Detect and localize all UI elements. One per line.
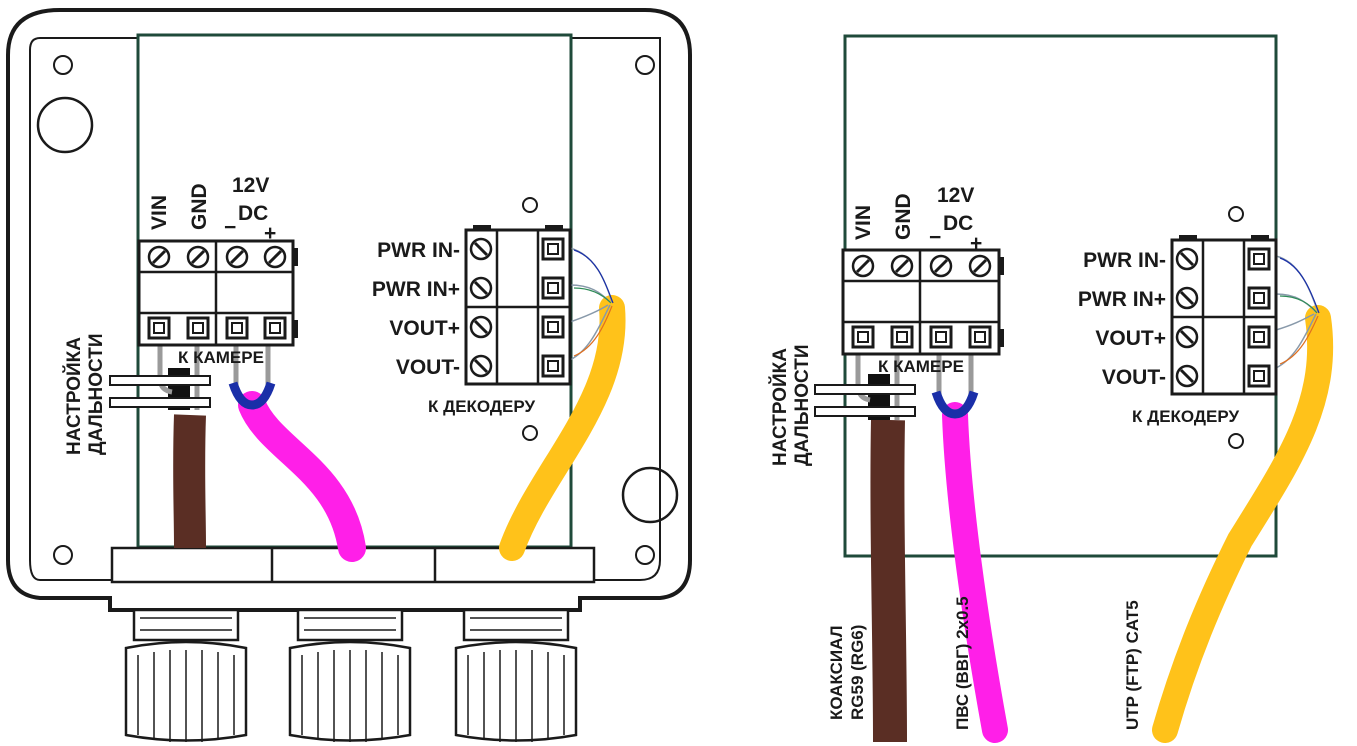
pin-vout-plus: VOUT+ [1095, 327, 1166, 350]
pin-pwr-in-plus: PWR IN+ [1078, 288, 1166, 311]
cable-label-utp: UTP (FTP) CAT5 [1123, 600, 1142, 730]
label-to-camera: К КАМЕРЕ [178, 348, 264, 367]
label-dc: DC [238, 202, 268, 225]
mount-hole [635, 55, 655, 75]
mount-hole [635, 545, 655, 565]
mount-hole [53, 545, 73, 565]
left-range-jumper [109, 375, 211, 408]
pin-vout-minus: VOUT- [396, 356, 460, 379]
label-to-decoder: К ДЕКОДЕРУ [1132, 407, 1239, 426]
label-12v: 12V [937, 184, 974, 207]
label-dc: DC [943, 212, 973, 235]
cable-label-coax-line1: КОАКСИАЛ [827, 625, 846, 720]
pin-vout-minus: VOUT- [1102, 366, 1166, 389]
pin-pwr-in-plus: PWR IN+ [372, 278, 460, 301]
cable-label-power: ПВС (ВВГ) 2х0.5 [953, 596, 972, 730]
range-label-line1: НАСТРОЙКА [769, 348, 791, 466]
right-cables [855, 255, 1334, 743]
label-vin: VIN [852, 205, 875, 240]
label-gnd: GND [188, 183, 211, 230]
left-decoder-terminal [464, 225, 572, 386]
label-plus: + [970, 232, 982, 255]
utp-cable [1152, 305, 1334, 743]
board-hole [1228, 206, 1244, 222]
coax-cable [870, 419, 907, 743]
board-hole [1228, 433, 1244, 449]
label-vin: VIN [148, 195, 171, 230]
left-cables [157, 247, 626, 562]
cable-gland [124, 608, 248, 742]
mount-hole [53, 55, 73, 75]
label-plus: + [264, 222, 276, 245]
power-cable [238, 391, 366, 562]
board-hole [522, 425, 538, 441]
range-label-line2: ДАЛЬНОСТИ [86, 334, 107, 456]
pin-pwr-in-minus: PWR IN- [1083, 249, 1166, 272]
label-minus: − [929, 226, 941, 249]
coax-cable [173, 414, 206, 549]
label-12v: 12V [232, 174, 269, 197]
cable-gland [288, 608, 412, 742]
right-range-jumper [814, 384, 916, 417]
blue-wires [228, 381, 276, 410]
screw-boss [36, 96, 94, 154]
label-minus: − [224, 216, 236, 239]
board-hole [522, 197, 538, 213]
left-camera-terminal [137, 239, 298, 347]
blue-wires [931, 390, 979, 419]
label-to-camera: К КАМЕРЕ [878, 357, 964, 376]
cable-gland [454, 608, 578, 742]
cable-glands [124, 608, 578, 742]
label-to-decoder: К ДЕКОДЕРУ [428, 397, 535, 416]
right-camera-terminal [841, 248, 1004, 356]
pin-vout-plus: VOUT+ [389, 317, 460, 340]
right-labels: VIN GND 12V DC − + К КАМЕРЕ НАСТРОЙКА ДА… [769, 184, 1239, 730]
label-gnd: GND [892, 193, 915, 240]
power-cable [942, 402, 1008, 743]
left-labels: VIN GND 12V DC − + К КАМЕРЕ НАСТРОЙКА ДА… [63, 174, 535, 455]
pin-pwr-in-minus: PWR IN- [377, 239, 460, 262]
cable-label-coax-line2: RG59 (RG6) [848, 625, 867, 720]
range-label-line1: НАСТРОЙКА [63, 337, 85, 455]
utp-cable [499, 295, 626, 561]
screw-boss [621, 466, 679, 524]
right-decoder-terminal [1170, 235, 1278, 396]
enclosure-inner-rim [29, 37, 661, 581]
range-label-line2: ДАЛЬНОСТИ [792, 345, 813, 467]
